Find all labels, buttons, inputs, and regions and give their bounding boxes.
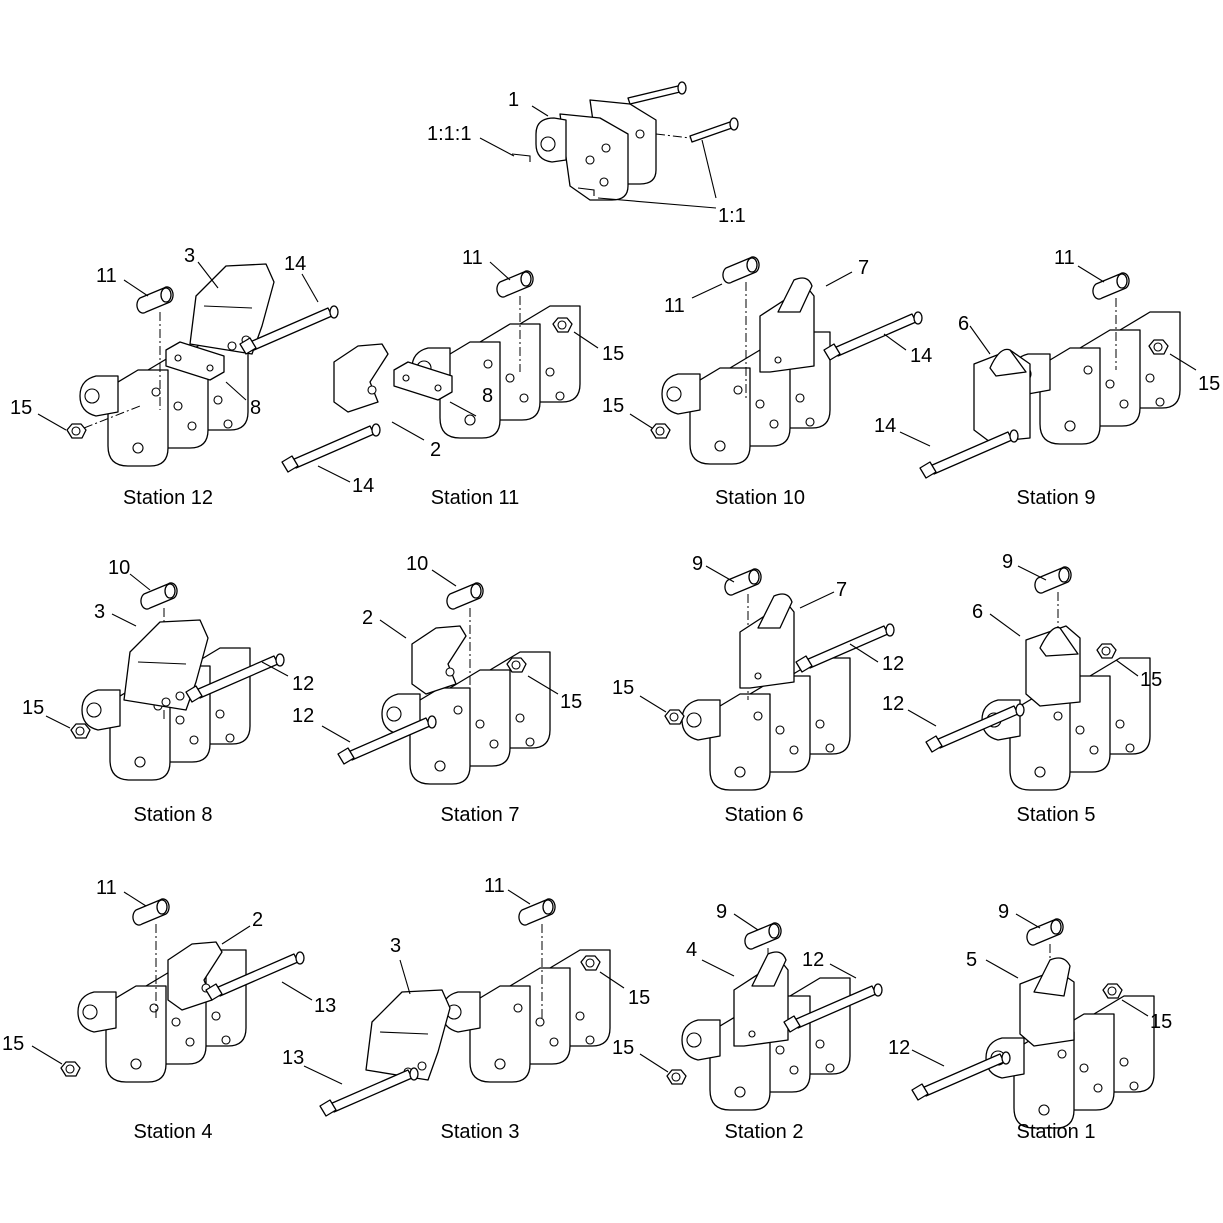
station-10-label-11: 11 (664, 295, 685, 317)
station-9-label-6: 6 (958, 313, 969, 335)
station-5-label-9: 9 (1002, 551, 1013, 573)
station-12-label-11: 11 (96, 265, 117, 287)
station-10-label-15: 15 (602, 395, 624, 417)
station-7: 10 2 15 12 Station 7 (292, 553, 582, 826)
station-3-caption: Station 3 (441, 1121, 520, 1143)
station-2-label-9: 9 (716, 901, 727, 923)
label-part-1-1-1: 1:1:1 (427, 123, 471, 145)
station-6-label-12: 12 (882, 653, 904, 675)
station-7-caption: Station 7 (441, 804, 520, 826)
station-2: 9 4 12 15 Station 2 (612, 901, 883, 1143)
station-6-label-7: 7 (836, 579, 847, 601)
station-5-label-15: 15 (1140, 669, 1162, 691)
station-9-label-11: 11 (1054, 247, 1075, 269)
station-4-label-13: 13 (314, 995, 336, 1017)
station-9-label-14: 14 (874, 415, 896, 437)
station-11: 11 15 8 2 14 Station 11 (281, 247, 624, 509)
station-6-label-15: 15 (612, 677, 634, 699)
station-8-label-10: 10 (108, 557, 130, 579)
station-4-label-2: 2 (252, 909, 263, 931)
station-8-caption: Station 8 (134, 804, 213, 826)
station-6-caption: Station 6 (725, 804, 804, 826)
station-12-label-15: 15 (10, 397, 32, 419)
station-6-label-9: 9 (692, 553, 703, 575)
station-5-label-12: 12 (882, 693, 904, 715)
station-11-label-2: 2 (430, 439, 441, 461)
station-10: 11 7 14 15 Station 10 (602, 256, 932, 509)
station-2-label-12: 12 (802, 949, 824, 971)
station-8-label-3: 3 (94, 601, 105, 623)
station-5-caption: Station 5 (1017, 804, 1096, 826)
station-10-caption: Station 10 (715, 487, 805, 509)
station-8: 10 3 12 15 Station 8 (22, 557, 314, 826)
station-11-label-8: 8 (482, 385, 493, 407)
station-7-label-15: 15 (560, 691, 582, 713)
station-10-label-7: 7 (858, 257, 869, 279)
station-12-label-3: 3 (184, 245, 195, 267)
station-4-caption: Station 4 (134, 1121, 213, 1143)
station-7-label-12: 12 (292, 705, 314, 727)
station-12-label-14: 14 (284, 253, 306, 275)
station-4: 11 2 13 15 Station 4 (2, 877, 336, 1143)
station-9-label-15: 15 (1198, 373, 1220, 395)
station-10-label-14: 14 (910, 345, 932, 367)
station-3-label-11: 11 (484, 875, 505, 897)
station-3-label-13: 13 (282, 1047, 304, 1069)
station-1-caption: Station 1 (1017, 1121, 1096, 1143)
station-9: 11 6 15 14 Station 9 (874, 247, 1220, 509)
station-1-label-9: 9 (998, 901, 1009, 923)
station-11-caption: Station 11 (431, 487, 520, 509)
station-7-label-2: 2 (362, 607, 373, 629)
station-1-label-12: 12 (888, 1037, 910, 1059)
station-4-label-15: 15 (2, 1033, 24, 1055)
station-2-label-4: 4 (686, 939, 697, 961)
station-1: 9 5 15 12 Station 1 (888, 901, 1172, 1143)
station-12-label-8: 8 (250, 397, 261, 419)
station-11-label-15: 15 (602, 343, 624, 365)
station-1-label-15: 15 (1150, 1011, 1172, 1033)
station-4-label-11: 11 (96, 877, 117, 899)
station-11-label-14: 14 (352, 475, 374, 497)
top-assembly: 1 1:1:1 1:1 (427, 81, 746, 227)
station-12-caption: Station 12 (123, 487, 213, 509)
station-9-caption: Station 9 (1017, 487, 1096, 509)
station-12: 11 3 14 8 15 Station 12 (10, 245, 339, 509)
station-6: 9 7 12 15 Station 6 (612, 553, 904, 826)
station-3-label-3: 3 (390, 935, 401, 957)
station-2-caption: Station 2 (725, 1121, 804, 1143)
station-3: 11 3 15 13 Station 3 (282, 875, 650, 1143)
label-part-1-1: 1:1 (718, 205, 746, 227)
station-1-label-5: 5 (966, 949, 977, 971)
station-7-label-10: 10 (406, 553, 428, 575)
station-3-label-15: 15 (628, 987, 650, 1009)
station-2-label-15: 15 (612, 1037, 634, 1059)
station-8-label-12: 12 (292, 673, 314, 695)
station-5-label-6: 6 (972, 601, 983, 623)
label-part-1: 1 (508, 89, 519, 111)
station-5: 9 6 15 12 Station 5 (882, 551, 1162, 826)
station-11-label-11: 11 (462, 247, 483, 269)
station-8-label-15: 15 (22, 697, 44, 719)
